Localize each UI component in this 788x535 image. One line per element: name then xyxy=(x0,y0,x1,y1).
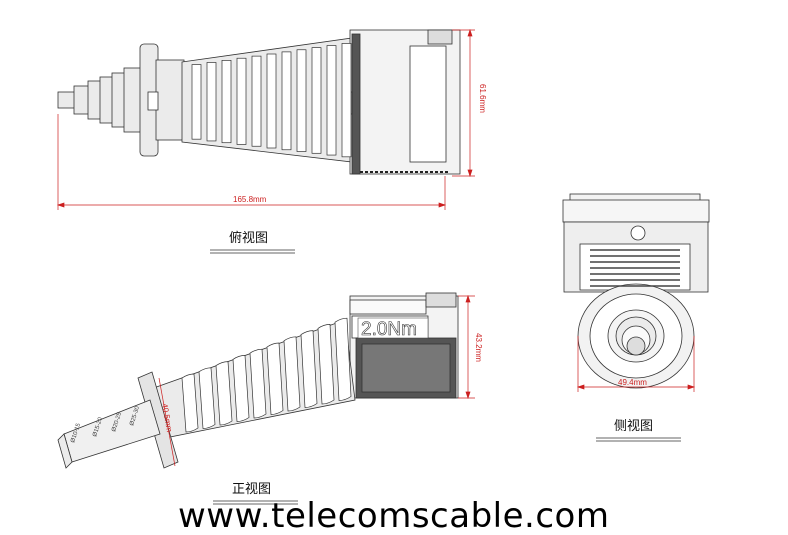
top-view-boot-ribs xyxy=(191,43,352,158)
front-rib xyxy=(181,373,199,433)
front-rib xyxy=(334,317,352,401)
boot-rib xyxy=(236,57,247,145)
front-view-caption: 正视图 xyxy=(232,482,271,497)
top-view-dimensions xyxy=(56,28,475,210)
boot-rib xyxy=(191,64,202,140)
boot-rib xyxy=(311,47,322,154)
front-rib xyxy=(266,342,284,415)
boot-rib xyxy=(296,49,307,152)
front-rib xyxy=(300,330,318,408)
top-view-length-label: 165.8mm xyxy=(233,195,267,204)
side-view-caption: 侧视图 xyxy=(614,419,653,434)
front-view-height-label: 43.2mm xyxy=(474,333,483,362)
front-rib xyxy=(215,361,233,426)
boot-rib xyxy=(221,60,232,144)
torque-label: 2.0Nm xyxy=(361,319,417,340)
front-rib xyxy=(198,367,216,429)
side-view-width-label: 49.4mm xyxy=(618,378,647,387)
front-view-dimensions xyxy=(158,294,475,467)
side-view-dimensions xyxy=(576,336,696,392)
boot-rib xyxy=(326,45,337,156)
front-view-boot-ribs xyxy=(181,317,352,433)
front-rib xyxy=(317,324,335,405)
boot-rib xyxy=(341,43,352,158)
boot-rib xyxy=(251,55,262,147)
torque-box xyxy=(357,317,429,339)
boot-rib xyxy=(266,53,277,149)
top-view-height-label: 61.6mm xyxy=(478,84,487,113)
website-url: www.telecomscable.com xyxy=(178,496,609,535)
side-view-boot-ribs xyxy=(590,249,680,287)
top-view-caption: 俯视图 xyxy=(229,230,268,246)
side-view xyxy=(562,193,710,389)
front-rib xyxy=(232,355,250,422)
boot-rib xyxy=(206,62,217,142)
front-rib xyxy=(283,336,301,412)
boot-rib xyxy=(281,51,292,151)
front-rib xyxy=(249,348,267,419)
